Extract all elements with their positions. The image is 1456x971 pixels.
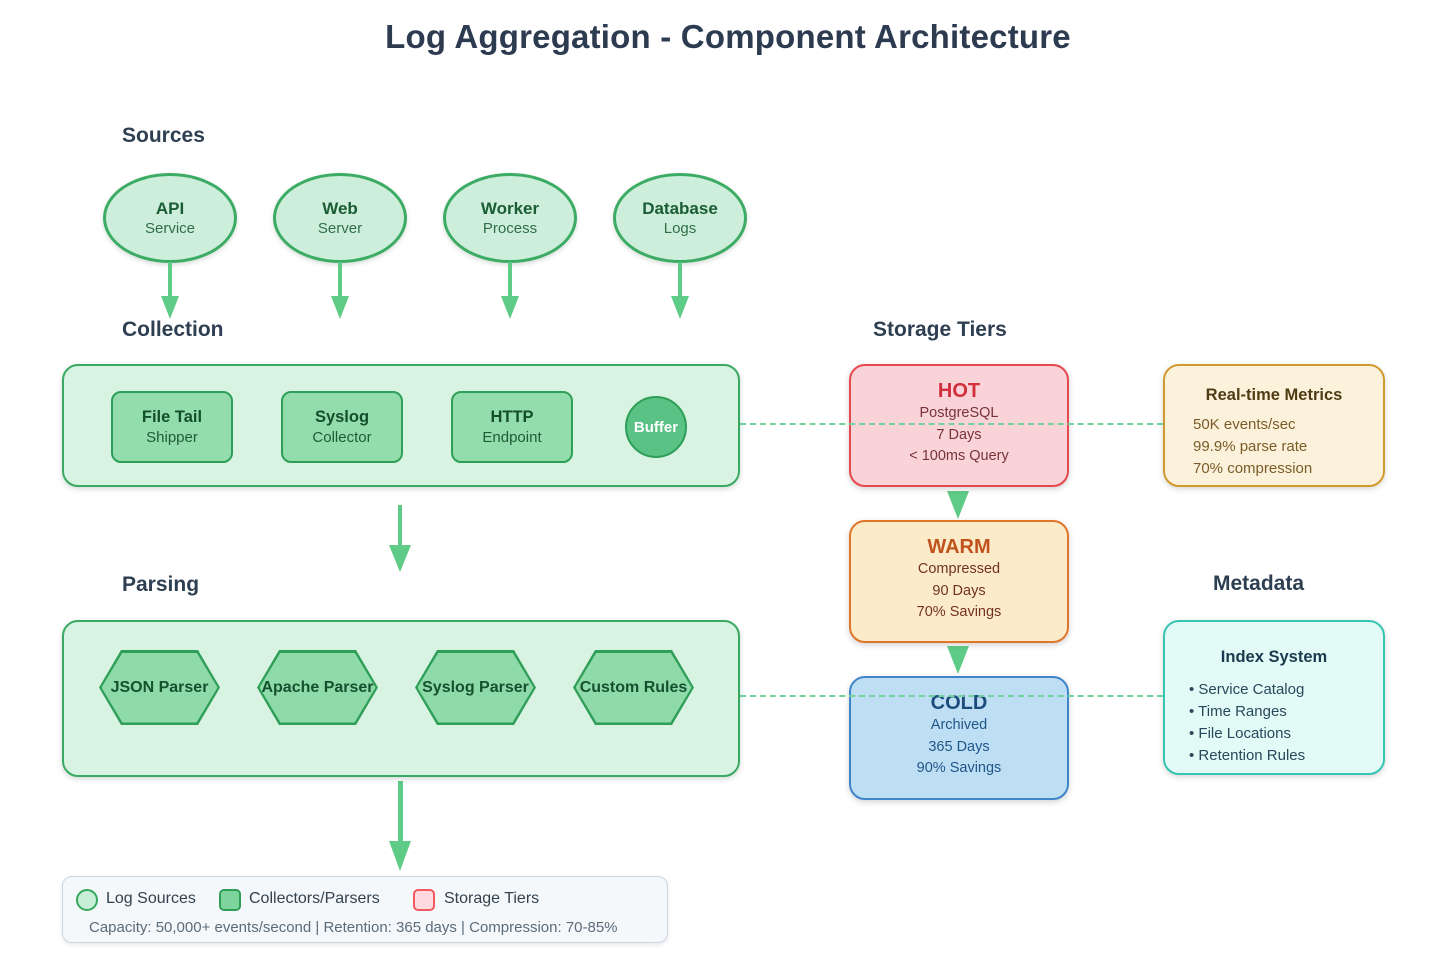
tier-line: Compressed <box>917 561 1001 577</box>
dashed-connector-parsing-index <box>740 695 1163 697</box>
source-node-title: Web <box>322 199 358 218</box>
parser-hex-json: JSON Parser <box>99 650 220 725</box>
source-node-web: Web Server <box>273 173 407 263</box>
flow-arrowhead-web-collection <box>331 296 349 319</box>
legend-label-storage-tiers: Storage Tiers <box>444 890 540 907</box>
source-node-api: API Service <box>103 173 237 263</box>
tier-hot-box: HOT PostgreSQL 7 Days < 100ms Query <box>849 364 1069 487</box>
index-item: Service Catalog <box>1189 679 1383 701</box>
page-title: Log Aggregation - Component Architecture <box>385 18 1071 55</box>
collector-title: Syslog <box>314 408 370 426</box>
parser-hex-fill: Custom Rules <box>576 653 692 723</box>
source-node-worker: Worker Process <box>443 173 577 263</box>
index-system-box: Index System Service Catalog Time Ranges… <box>1163 620 1385 775</box>
flow-arrowhead-database-collection <box>671 296 689 319</box>
legend-stats: Capacity: 50,000+ events/second | Retent… <box>89 919 618 936</box>
collector-subtitle: Collector <box>312 429 372 446</box>
flow-arrowhead-hot-warm <box>947 491 969 519</box>
legend-panel: Log Sources Collectors/Parsers Storage T… <box>62 876 668 943</box>
storage-tiers-swatch-icon <box>413 889 435 911</box>
source-node-subtitle: Server <box>317 220 363 237</box>
collector-title: File Tail <box>141 408 203 426</box>
collector-subtitle: Endpoint <box>482 429 542 446</box>
tier-name: WARM <box>927 536 991 558</box>
flow-arrow-parsing-legend <box>398 781 403 843</box>
index-system-title: Index System <box>1220 648 1328 666</box>
collector-file-tail: File Tail Shipper <box>111 391 233 463</box>
parser-hex-custom: Custom Rules <box>573 650 694 725</box>
parser-hex-apache: Apache Parser <box>257 650 378 725</box>
tier-name: HOT <box>937 380 981 402</box>
log-sources-swatch-icon <box>76 889 98 911</box>
source-node-title: Database <box>642 199 718 218</box>
storage-tiers-heading: Storage Tiers <box>873 318 1007 341</box>
parsing-heading: Parsing <box>122 573 200 596</box>
metadata-heading: Metadata <box>1213 572 1305 595</box>
source-node-subtitle: Process <box>482 220 538 237</box>
parser-label: Custom Rules <box>579 678 688 696</box>
collector-syslog: Syslog Collector <box>281 391 403 463</box>
parser-hex-syslog: Syslog Parser <box>415 650 536 725</box>
flow-arrow-api-collection <box>168 262 172 298</box>
source-node-database: Database Logs <box>613 173 747 263</box>
parser-hex-fill: Syslog Parser <box>418 653 534 723</box>
flow-arrowhead-worker-collection <box>501 296 519 319</box>
metrics-line: 50K events/sec <box>1193 416 1296 433</box>
source-node-subtitle: Logs <box>663 220 697 237</box>
collectors-parsers-swatch-icon <box>219 889 241 911</box>
tier-line: 90 Days <box>932 582 986 599</box>
parser-label: JSON Parser <box>110 678 209 696</box>
index-item: Time Ranges <box>1189 701 1383 723</box>
source-node-subtitle: Service <box>144 220 196 237</box>
collection-container: File Tail Shipper Syslog Collector HTTP … <box>62 364 740 487</box>
collector-subtitle: Shipper <box>146 429 198 446</box>
tier-line: 7 Days <box>936 426 982 443</box>
buffer-node: Buffer <box>625 396 687 458</box>
parser-hex-fill: JSON Parser <box>102 653 218 723</box>
metrics-line: 70% compression <box>1193 460 1313 477</box>
index-item: Retention Rules <box>1189 745 1383 767</box>
tier-line: < 100ms Query <box>909 448 1009 464</box>
flow-arrowhead-warm-cold <box>947 646 969 674</box>
legend-label-log-sources: Log Sources <box>106 890 196 907</box>
flow-arrowhead-parsing-legend <box>389 841 411 871</box>
tier-name: COLD <box>930 692 988 714</box>
tier-line: 70% Savings <box>916 604 1002 620</box>
tier-warm-box: WARM Compressed 90 Days 70% Savings <box>849 520 1069 643</box>
index-item: File Locations <box>1189 723 1383 745</box>
collector-http: HTTP Endpoint <box>451 391 573 463</box>
metrics-title: Real-time Metrics <box>1205 386 1343 404</box>
realtime-metrics-box: Real-time Metrics 50K events/sec 99.9% p… <box>1163 364 1385 487</box>
sources-heading: Sources <box>122 124 205 147</box>
tier-line: Archived <box>930 717 988 733</box>
flow-arrow-collection-parsing <box>398 505 402 547</box>
metrics-line: 99.9% parse rate <box>1193 438 1308 455</box>
source-node-title: Worker <box>480 199 540 218</box>
source-node-title: API <box>155 199 185 218</box>
parsing-container: JSON Parser Apache Parser Syslog Parser … <box>62 620 740 777</box>
legend-label-collectors-parsers: Collectors/Parsers <box>249 890 380 907</box>
parser-hex-fill: Apache Parser <box>260 653 376 723</box>
flow-arrowhead-api-collection <box>161 296 179 319</box>
parser-label: Apache Parser <box>261 678 374 696</box>
tier-line: 90% Savings <box>916 760 1002 776</box>
tier-line: PostgreSQL <box>919 405 999 421</box>
buffer-label: Buffer <box>633 418 679 436</box>
flow-arrow-worker-collection <box>508 262 512 298</box>
collector-title: HTTP <box>490 408 534 426</box>
flow-arrow-database-collection <box>678 262 682 298</box>
tier-line: 365 Days <box>928 738 990 755</box>
collection-heading: Collection <box>122 318 224 341</box>
dashed-connector-collection-metrics <box>740 423 1163 425</box>
parser-label: Syslog Parser <box>422 678 529 696</box>
flow-arrowhead-collection-parsing <box>389 545 411 572</box>
flow-arrow-web-collection <box>338 262 342 298</box>
